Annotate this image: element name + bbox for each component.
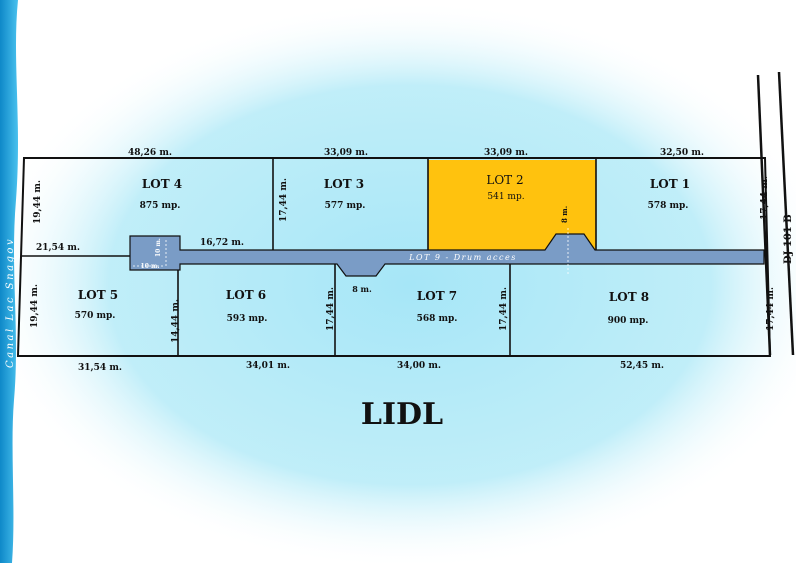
dim-road-left: 21,54 m.: [36, 243, 80, 253]
lot-8-area: 900 mp.: [608, 316, 649, 326]
lot-1-area: 578 mp.: [648, 201, 689, 211]
square-guides: [133, 240, 167, 267]
canal-label: Canal Lac Snagov: [5, 237, 16, 368]
lot-8-name: LOT 8: [609, 290, 649, 304]
dim-square-width: 10 m.: [141, 263, 160, 270]
dim-lot6-7: 17,44 m.: [326, 287, 336, 331]
canal-water: [0, 0, 18, 563]
lot-5-name: LOT 5: [78, 288, 118, 302]
dim-niche-height: 8 m.: [560, 206, 569, 223]
dim-bottom-lot6: 34,01 m.: [246, 361, 290, 371]
lot-3-area: 577 mp.: [325, 201, 366, 211]
lot-6-name: LOT 6: [226, 288, 266, 302]
dim-left-upper: 19,44 m.: [33, 180, 43, 224]
dim-right-lower: 17,44 m.: [766, 287, 776, 331]
lot-6-area: 593 mp.: [227, 314, 268, 324]
access-road: [129, 233, 765, 277]
lot-7-name: LOT 7: [417, 289, 457, 303]
dim-niche-width: 8 m.: [352, 284, 372, 294]
lot-1-name: LOT 1: [650, 177, 690, 191]
dimensions-vertical: 19,44 m. 19,44 m. 17,44 m. 17,44 m. 17,4…: [30, 176, 776, 343]
lot-5-area: 570 mp.: [75, 311, 116, 321]
dim-bottom-lot5: 31,54 m.: [78, 363, 122, 373]
lot-labels: LOT 4 875 mp. LOT 3 577 mp. LOT 2 541 mp…: [75, 173, 691, 326]
road-edge-right: [777, 71, 795, 356]
dim-right-upper: 17,44 m.: [760, 176, 770, 220]
dim-lot5-6: 14,44 m.: [171, 299, 181, 343]
dim-square-height: 10 m.: [155, 238, 162, 257]
dim-bottom-lot7: 34,00 m.: [397, 361, 441, 371]
dim-left-lower: 19,44 m.: [30, 284, 40, 328]
dim-top-lot3: 33,09 m.: [324, 148, 368, 158]
dim-lot7-8: 17,44 m.: [499, 287, 509, 331]
dim-top-lot2: 33,09 m.: [484, 148, 528, 158]
dimensions-top: 48,26 m. 33,09 m. 33,09 m. 32,50 m.: [128, 148, 704, 158]
dim-top-lot1: 32,50 m.: [660, 148, 704, 158]
lot-2-area: 541 mp.: [487, 192, 524, 202]
dim-bottom-lot8: 52,45 m.: [620, 361, 664, 371]
dim-road-mid: 16,72 m.: [200, 238, 244, 248]
access-road-label: LOT 9 - Drum acces: [408, 253, 517, 262]
dim-top-lot4: 48,26 m.: [128, 148, 172, 158]
lot-7-area: 568 mp.: [417, 314, 458, 324]
lot-4-name: LOT 4: [142, 177, 182, 191]
lot-2-name: LOT 2: [486, 173, 523, 187]
site-boundary: [16, 157, 772, 357]
road-label: DJ 101 B: [783, 214, 794, 264]
dim-lot3-side: 17,44 m.: [279, 178, 289, 222]
lot-3-name: LOT 3: [324, 177, 364, 191]
lot-lines: [22, 158, 597, 356]
dimensions-bottom: 31,54 m. 34,01 m. 34,00 m. 52,45 m.: [78, 361, 664, 373]
lot-4-area: 875 mp.: [140, 201, 181, 211]
lidl-label: LIDL: [361, 397, 443, 432]
